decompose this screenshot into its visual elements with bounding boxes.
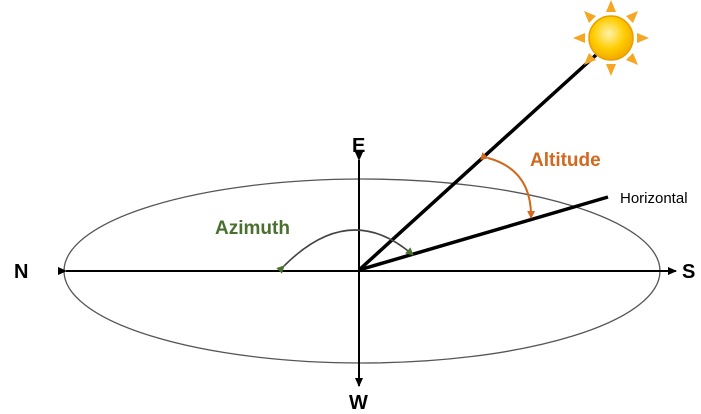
sun-ray-line (357, 53, 598, 272)
altitude-arc (480, 152, 536, 219)
azimuth-label: Azimuth (215, 218, 290, 239)
horizontal-line (358, 195, 609, 272)
west-label: W (349, 392, 368, 414)
south-label: S (682, 261, 695, 283)
sun-icon (573, 0, 649, 76)
azimuth-arc (276, 229, 414, 274)
horizontal-label: Horizontal (620, 190, 688, 207)
east-label: E (352, 135, 365, 157)
north-label: N (14, 261, 28, 283)
altitude-label: Altitude (530, 150, 601, 171)
